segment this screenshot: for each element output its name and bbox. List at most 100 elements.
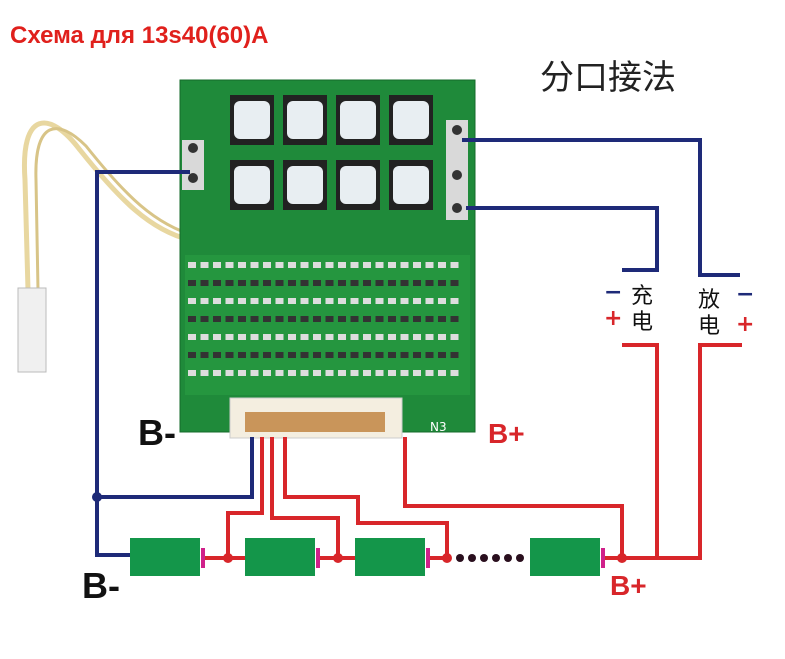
smd-component: [300, 370, 309, 376]
smd-component: [375, 334, 384, 340]
smd-component: [238, 298, 246, 304]
smd-component: [275, 280, 284, 286]
smd-component: [200, 334, 209, 340]
smd-component: [400, 316, 409, 322]
smd-component: [363, 280, 371, 286]
smd-component: [438, 334, 446, 340]
connector-label: N3: [430, 420, 447, 434]
smd-component: [238, 262, 246, 268]
smd-component: [450, 316, 459, 322]
smd-component: [188, 370, 196, 376]
smd-component: [363, 262, 371, 268]
smd-component: [400, 280, 409, 286]
thermal-pad: [340, 166, 376, 204]
smd-component: [250, 352, 259, 358]
b-minus-battery-label: B-: [82, 565, 120, 606]
smd-component: [300, 334, 309, 340]
smd-component: [438, 316, 446, 322]
positive-wires: [205, 343, 742, 560]
smd-component: [250, 280, 259, 286]
smd-component: [338, 280, 346, 286]
smd-component: [263, 280, 271, 286]
smd-component: [325, 298, 334, 304]
smd-component: [438, 262, 446, 268]
smd-component: [213, 352, 221, 358]
smd-component: [400, 298, 409, 304]
smd-component: [213, 280, 221, 286]
charge-char: 电: [631, 310, 654, 335]
smd-component: [325, 352, 334, 358]
smd-component: [188, 262, 196, 268]
b-minus-board-label: B-: [138, 412, 176, 453]
smd-component: [363, 298, 371, 304]
smd-component: [350, 334, 359, 340]
smd-component: [388, 280, 396, 286]
smd-component: [450, 370, 459, 376]
smd-component: [338, 316, 346, 322]
smd-component: [213, 298, 221, 304]
ellipsis-dots: [456, 554, 524, 562]
smd-component: [263, 334, 271, 340]
smd-component: [238, 316, 246, 322]
smd-component: [263, 352, 271, 358]
smd-component: [275, 352, 284, 358]
smd-component: [413, 370, 421, 376]
smd-component: [300, 316, 309, 322]
smd-component: [338, 334, 346, 340]
charge-char: 充: [631, 284, 654, 309]
smd-component: [275, 262, 284, 268]
smd-component: [425, 370, 434, 376]
charge-label: 充 电: [631, 284, 655, 336]
smd-component: [413, 316, 421, 322]
smd-component: [263, 298, 271, 304]
smd-component: [438, 280, 446, 286]
smd-component: [288, 280, 296, 286]
smd-component: [375, 298, 384, 304]
smd-component: [263, 316, 271, 322]
smd-component: [300, 298, 309, 304]
smd-component: [188, 352, 196, 358]
smd-component: [413, 352, 421, 358]
smd-component: [200, 262, 209, 268]
thermistor-wire: [21, 120, 191, 291]
smd-component: [388, 334, 396, 340]
smd-component: [325, 280, 334, 286]
smd-component: [425, 298, 434, 304]
diagram-title: Схема для 13s40(60)A: [10, 22, 269, 49]
smd-component: [350, 262, 359, 268]
discharge-plus-sign: +: [736, 312, 755, 337]
smd-component: [350, 280, 359, 286]
smd-component: [338, 352, 346, 358]
smd-component: [375, 370, 384, 376]
smd-component: [213, 316, 221, 322]
smd-component: [288, 370, 296, 376]
smd-component: [213, 370, 221, 376]
smd-component: [275, 370, 284, 376]
smd-component: [438, 298, 446, 304]
smd-component: [388, 316, 396, 322]
smd-component: [225, 280, 234, 286]
smd-component: [225, 334, 234, 340]
smd-component: [313, 316, 321, 322]
smd-component: [338, 262, 346, 268]
battery-cell: [245, 538, 315, 576]
smd-component: [288, 262, 296, 268]
negative-wires: [95, 138, 740, 557]
smd-component: [225, 370, 234, 376]
smd-component: [188, 298, 196, 304]
discharge-label: 放 电: [698, 288, 722, 340]
smd-component: [438, 370, 446, 376]
smd-component: [400, 334, 409, 340]
smd-component: [425, 280, 434, 286]
smd-component: [313, 298, 321, 304]
smd-component: [288, 316, 296, 322]
smd-component: [238, 280, 246, 286]
b-plus-board-label: B+: [488, 418, 525, 449]
charge-plus-sign: +: [604, 306, 623, 331]
smd-component: [450, 262, 459, 268]
smd-component: [325, 334, 334, 340]
smd-component: [288, 298, 296, 304]
smd-component: [200, 298, 209, 304]
